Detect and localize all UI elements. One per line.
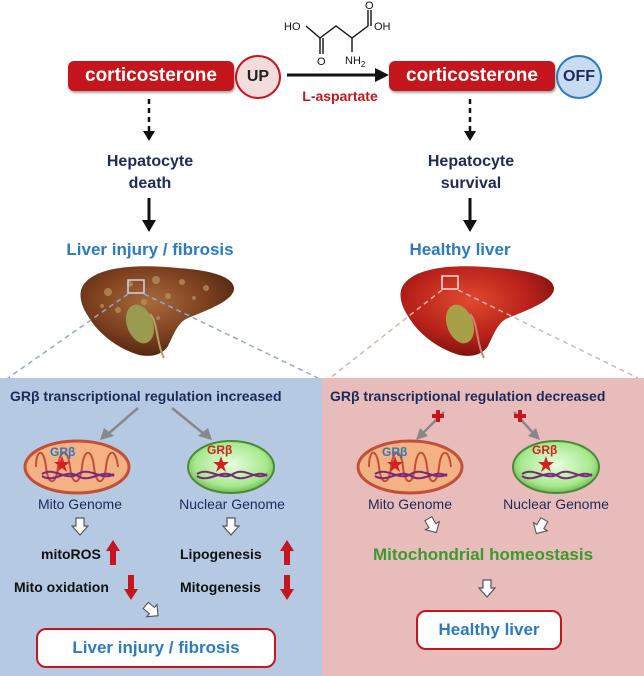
molecule-o2: O	[365, 0, 374, 12]
hepatocyte-death-line2: death	[128, 175, 172, 192]
l-aspartate-label: L-aspartate	[302, 88, 378, 104]
mitochondrion-icon-right	[356, 439, 464, 495]
healthy-liver-result-box: Healthy liver	[416, 610, 562, 650]
fibrotic-liver-icon	[80, 266, 235, 359]
nuclear-genome-label-left: Nuclear Genome	[179, 496, 285, 512]
open-arrow-right-mito	[424, 516, 441, 534]
mitochondrial-homeostasis-label: Mitochondrial homeostasis	[372, 545, 594, 564]
mito-genome-label-left: Mito Genome	[37, 496, 123, 512]
aspartate-molecule: HO O O OH NH2	[284, 0, 391, 69]
mitoros-label: mitoROS	[41, 546, 101, 562]
molecule-oh: OH	[374, 21, 391, 33]
left-panel-title: GRβ transcriptional regulation increased	[10, 388, 282, 404]
hepatocyte-survival-label: Hepatocyte survival	[400, 151, 542, 195]
grb-mito-label-right: GRβ	[382, 445, 408, 459]
corticosterone-right-box: corticosterone	[389, 61, 555, 91]
off-badge: OFF	[556, 55, 602, 99]
nucleus-icon	[187, 440, 275, 494]
left-panel	[0, 378, 322, 676]
hepatocyte-death-line1: Hepatocyte	[106, 153, 194, 170]
corticosterone-left-box: corticosterone	[68, 61, 234, 91]
solid-arrow-left	[142, 198, 156, 232]
up-badge: UP	[235, 55, 281, 99]
lipogenesis-label: Lipogenesis	[180, 546, 262, 562]
dashed-arrow-right	[464, 99, 476, 141]
healthy-liver-icon	[400, 266, 555, 359]
solid-arrow-right	[463, 198, 477, 232]
zoom-lines	[7, 290, 639, 379]
mitochondrion-icon	[23, 439, 131, 495]
nuclear-genome-label-right: Nuclear Genome	[503, 496, 609, 512]
liver-injury-result-box: Liver injury / fibrosis	[36, 628, 276, 668]
left-gray-arrows	[100, 407, 212, 440]
molecule-o1: O	[317, 56, 326, 68]
mito-oxidation-down-arrow	[124, 575, 138, 600]
mitogenesis-down-arrow	[280, 575, 294, 600]
healthy-liver-heading: Healthy liver	[409, 240, 511, 259]
mito-oxidation-label: Mito oxidation	[14, 579, 109, 595]
converge-arrow-left	[142, 601, 159, 618]
grb-mito-label-left: GRβ	[50, 445, 76, 459]
dashed-arrow-left	[143, 99, 155, 141]
mito-genome-label-right: Mito Genome	[367, 496, 453, 512]
hepatocyte-survival-line2: survival	[440, 175, 502, 192]
mitoros-up-arrow	[106, 540, 120, 565]
open-arrow-right-nuclear	[532, 516, 549, 535]
nucleus-icon-right	[512, 440, 600, 494]
open-arrow-mito	[71, 517, 89, 536]
right-panel-title: GRβ transcriptional regulation decreased	[330, 388, 606, 404]
molecule-ho: HO	[284, 21, 301, 33]
lipogenesis-up-arrow	[280, 540, 294, 565]
hepatocyte-survival-line1: Hepatocyte	[427, 153, 515, 170]
hepatocyte-death-label: Hepatocyte death	[79, 151, 221, 195]
liver-injury-heading: Liver injury / fibrosis	[66, 240, 234, 259]
open-arrow-nuclear	[222, 517, 240, 536]
open-arrow-homeostasis	[478, 579, 496, 598]
molecule-nh: NH2	[345, 55, 366, 69]
grb-nuc-label-right: GRβ	[532, 443, 558, 457]
treatment-arrow	[287, 68, 389, 82]
grb-nuc-label-left: GRβ	[207, 443, 233, 457]
mitogenesis-label: Mitogenesis	[180, 579, 261, 595]
right-blocked-arrows	[416, 410, 540, 440]
